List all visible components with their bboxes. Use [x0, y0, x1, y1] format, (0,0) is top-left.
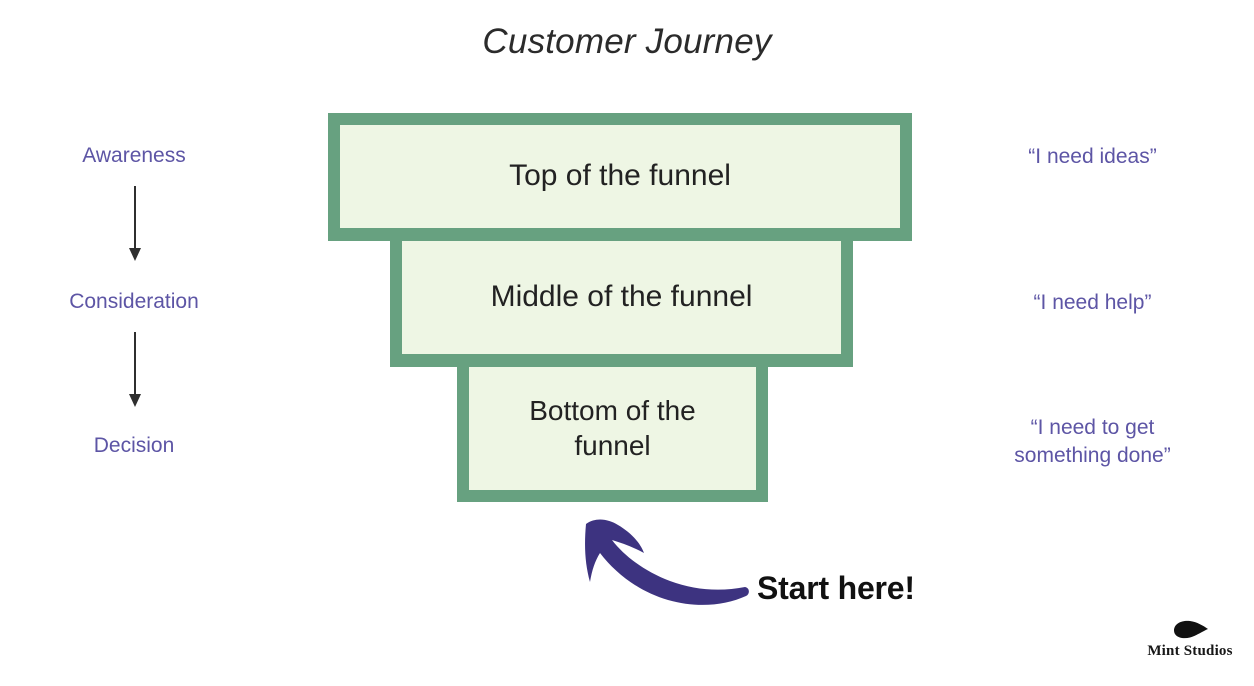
funnel-stage-bottom: Bottom of the funnel [457, 367, 768, 502]
stage-label-awareness: Awareness [82, 144, 186, 167]
stage-arrow-down-icon-2 [125, 332, 145, 412]
funnel-stage-bottom-label-line2: funnel [574, 429, 651, 461]
quote-decision-line1: “I need to get [1030, 416, 1155, 439]
stage-arrow-shaft [134, 186, 136, 252]
stage-arrow-down-icon [125, 186, 145, 266]
page-title: Customer Journey [482, 22, 772, 61]
quote-awareness: “I need ideas” [950, 143, 1235, 171]
mint-leaf-icon [1174, 620, 1208, 639]
curved-arrow-up-left-icon [560, 512, 760, 622]
stage-label-decision: Decision [93, 434, 175, 457]
quote-consideration-line1: “I need help” [1033, 291, 1152, 314]
quote-awareness-line1: “I need ideas” [1028, 145, 1157, 168]
stage-arrow-shaft-2 [134, 332, 136, 398]
quote-decision: “I need to get something done” [945, 414, 1240, 471]
funnel-stage-top: Top of the funnel [328, 113, 912, 241]
funnel-stage-middle: Middle of the funnel [390, 241, 853, 367]
brand-wordmark: Mint Studios [1147, 643, 1233, 659]
brand-logo: Mint Studios [1134, 618, 1246, 660]
quote-consideration: “I need help” [950, 289, 1235, 317]
funnel-stage-bottom-label: Bottom of the funnel [529, 394, 696, 462]
funnel-stage-middle-label: Middle of the funnel [490, 280, 753, 314]
funnel-stage-top-label: Top of the funnel [509, 159, 731, 193]
stage-label-consideration: Consideration [69, 290, 199, 313]
quote-decision-line2: something done” [1014, 444, 1171, 468]
stage-arrow-head [129, 248, 141, 261]
stage-arrow-head-2 [129, 394, 141, 407]
start-here-label: Start here! [757, 570, 915, 606]
funnel-stage-bottom-label-line1: Bottom of the [529, 395, 696, 427]
